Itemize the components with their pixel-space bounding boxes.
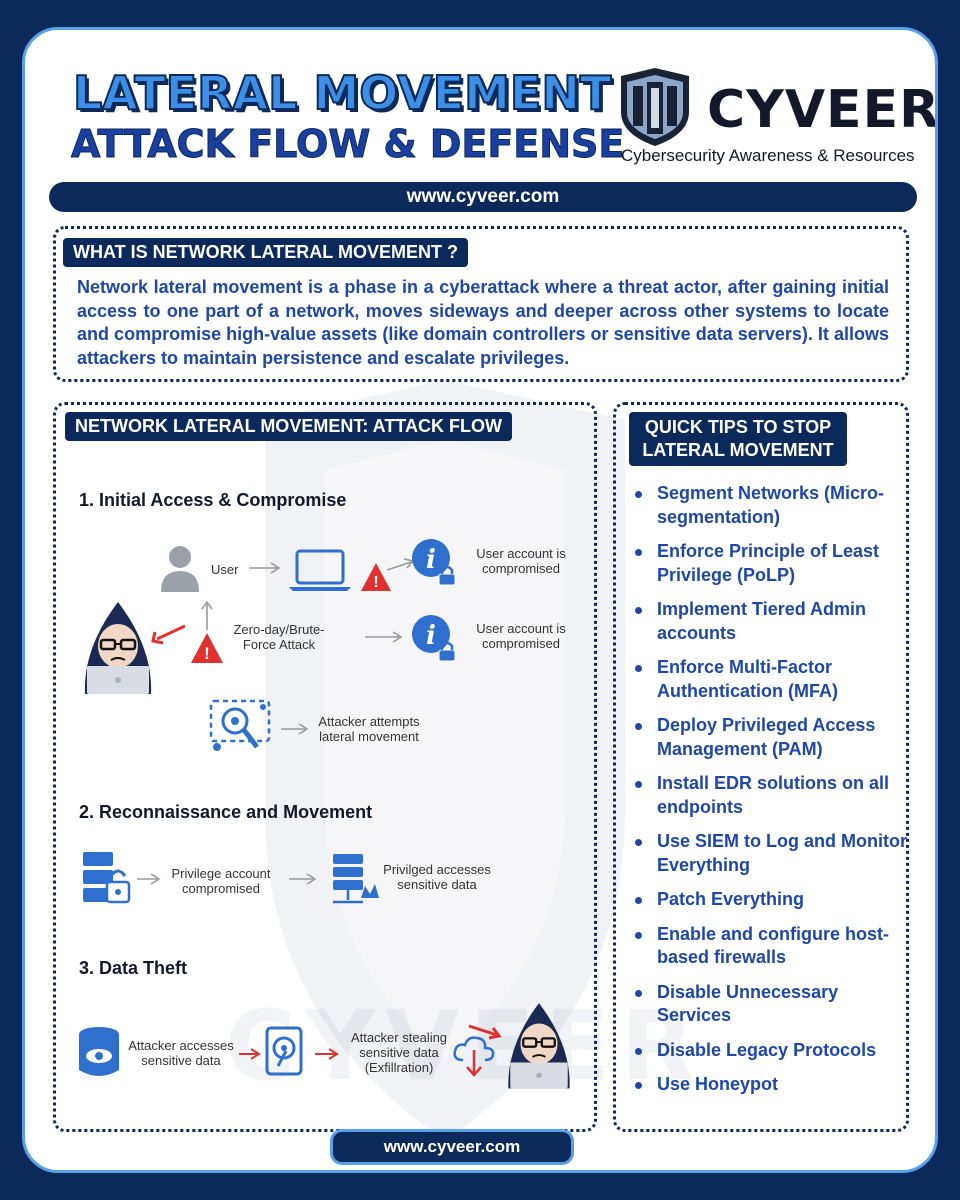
tip-text: Segment Networks (Micro-segmentation): [657, 483, 885, 527]
attack-flow-heading: NETWORK LATERAL MOVEMENT: ATTACK FLOW: [65, 412, 512, 441]
arrow-right-icon: [137, 873, 161, 885]
tip-text: Disable Unnecessary Services: [657, 981, 839, 1026]
tips-list: Segment Networks (Micro-segmentation) En…: [633, 482, 913, 1108]
definition-text: Network lateral movement is a phase in a…: [77, 277, 889, 368]
brand-name: CYVEER: [707, 80, 938, 140]
tip-text: Use Honeypot: [657, 1074, 779, 1094]
arrow-right-icon: [365, 631, 403, 643]
attack-label: Zero-day/Brute-Force Attack: [233, 622, 325, 652]
bullet-icon: [635, 897, 642, 904]
laptop-icon: [289, 549, 351, 591]
tip-item: Implement Tiered Admin accounts: [633, 598, 913, 645]
tip-text: Disable Legacy Protocols: [657, 1039, 877, 1060]
red-arrow-icon: [468, 1024, 502, 1040]
tip-text: Patch Everything: [657, 889, 805, 909]
user-icon: [161, 546, 199, 592]
bullet-icon: [635, 1047, 642, 1055]
svg-text:i: i: [426, 545, 436, 575]
tips-box: [613, 402, 909, 1132]
red-arrow-icon: [315, 1048, 339, 1060]
step-2-title: 2. Reconnaissance and Movement: [79, 802, 373, 822]
tips-heading-text: QUICK TIPS TO STOP LATERAL MOVEMENT: [642, 417, 834, 460]
red-arrow-icon: [151, 624, 186, 645]
tip-item: Use Honeypot: [633, 1073, 913, 1097]
arrow-right-icon: [281, 723, 309, 735]
bullet-icon: [635, 781, 642, 788]
info-lock-icon: i: [412, 539, 456, 586]
tip-item: Disable Legacy Protocols: [633, 1039, 913, 1063]
definition-heading: WHAT IS NETWORK LATERAL MOVEMENT ?: [63, 238, 468, 267]
tip-item: Enforce Multi-Factor Authentication (MFA…: [633, 656, 913, 703]
warning-icon: !: [191, 633, 223, 663]
step-3-title: 3. Data Theft: [79, 958, 188, 978]
bullet-icon: [635, 491, 642, 498]
tips-heading: QUICK TIPS TO STOP LATERAL MOVEMENT: [629, 412, 847, 466]
user-label: User: [211, 562, 239, 577]
tip-text: Enforce Principle of Least Privilege (Po…: [657, 541, 880, 585]
attack-flow-box: [53, 402, 597, 1132]
svg-text:i: i: [426, 621, 436, 651]
tip-text: Enable and configure host-based firewall…: [657, 923, 890, 968]
infographic-card: CYVEER LATERAL MOVEMENT ATTACK FLOW & DE…: [22, 27, 938, 1173]
bullet-icon: [635, 839, 642, 846]
server-crown-icon: [333, 854, 379, 904]
privilege-label: Privilege account compromised: [171, 866, 271, 896]
watermark-shield-graphic: [265, 380, 625, 1140]
tip-item: Deploy Privileged Access Management (PAM…: [633, 714, 913, 761]
cloud-download-icon: [453, 1036, 495, 1077]
tip-item: Enforce Principle of Least Privilege (Po…: [633, 540, 913, 587]
header-url-link[interactable]: www.cyveer.com: [49, 182, 917, 212]
tip-text: Deploy Privileged Access Management (PAM…: [657, 715, 876, 759]
tip-item: Disable Unnecessary Services: [633, 981, 913, 1028]
arrow-right-icon: [249, 562, 281, 574]
tip-text: Implement Tiered Admin accounts: [657, 599, 867, 643]
definition-box: [53, 226, 909, 382]
bullet-icon: [635, 989, 642, 997]
tip-text: Use SIEM to Log and Monitor Everything: [657, 831, 907, 875]
bullet-icon: [635, 723, 642, 730]
tip-text: Install EDR solutions on all endpoints: [657, 773, 890, 817]
hard-drive-icon: [265, 1026, 303, 1076]
compromised-label-1: User account is compromised: [476, 546, 566, 576]
svg-text:!: !: [373, 574, 378, 591]
svg-text:!: !: [204, 644, 210, 663]
tip-item: Patch Everything: [633, 888, 913, 912]
bullet-icon: [635, 931, 642, 939]
tip-item: Install EDR solutions on all endpoints: [633, 772, 913, 819]
hacker-icon: [508, 1003, 570, 1089]
title-line-2: ATTACK FLOW & DEFENSE: [70, 122, 625, 167]
network-scan-icon: [209, 699, 271, 751]
server-lock-icon: [83, 852, 131, 904]
bullet-icon: [635, 607, 642, 614]
title-line-1: LATERAL MOVEMENT: [72, 65, 612, 121]
stealing-label: Attacker stealing sensitive data (Exfill…: [350, 1030, 448, 1075]
arrow-up-icon: [201, 600, 213, 630]
tip-item: Enable and configure host-based firewall…: [633, 923, 913, 970]
bullet-icon: [635, 1082, 642, 1089]
privileged-access-label: Privilged accesses sensitive data: [383, 862, 491, 892]
brand-tagline: Cybersecurity Awareness & Resources: [621, 146, 915, 165]
warning-icon: !: [361, 563, 391, 591]
arrow-right-icon: [289, 873, 317, 885]
step-1-title: 1. Initial Access & Compromise: [79, 490, 347, 510]
tip-text: Enforce Multi-Factor Authentication (MFA…: [657, 657, 838, 701]
cyveer-shield-logo-icon: [621, 68, 689, 146]
info-lock-icon: i: [412, 615, 456, 662]
tip-item: Segment Networks (Micro-segmentation): [633, 482, 913, 529]
hacker-icon: [84, 602, 152, 694]
tip-item: Use SIEM to Log and Monitor Everything: [633, 830, 913, 877]
red-arrow-icon: [239, 1048, 261, 1060]
bullet-icon: [635, 549, 642, 556]
database-eye-icon: [79, 1027, 119, 1076]
accesses-label: Attacker accesses sensitive data: [128, 1038, 234, 1068]
compromised-label-2: User account is compromised: [476, 621, 566, 651]
footer-url-link[interactable]: www.cyveer.com: [330, 1129, 574, 1165]
bullet-icon: [635, 665, 642, 672]
lateral-label: Attacker attempts lateral movement: [318, 714, 420, 744]
